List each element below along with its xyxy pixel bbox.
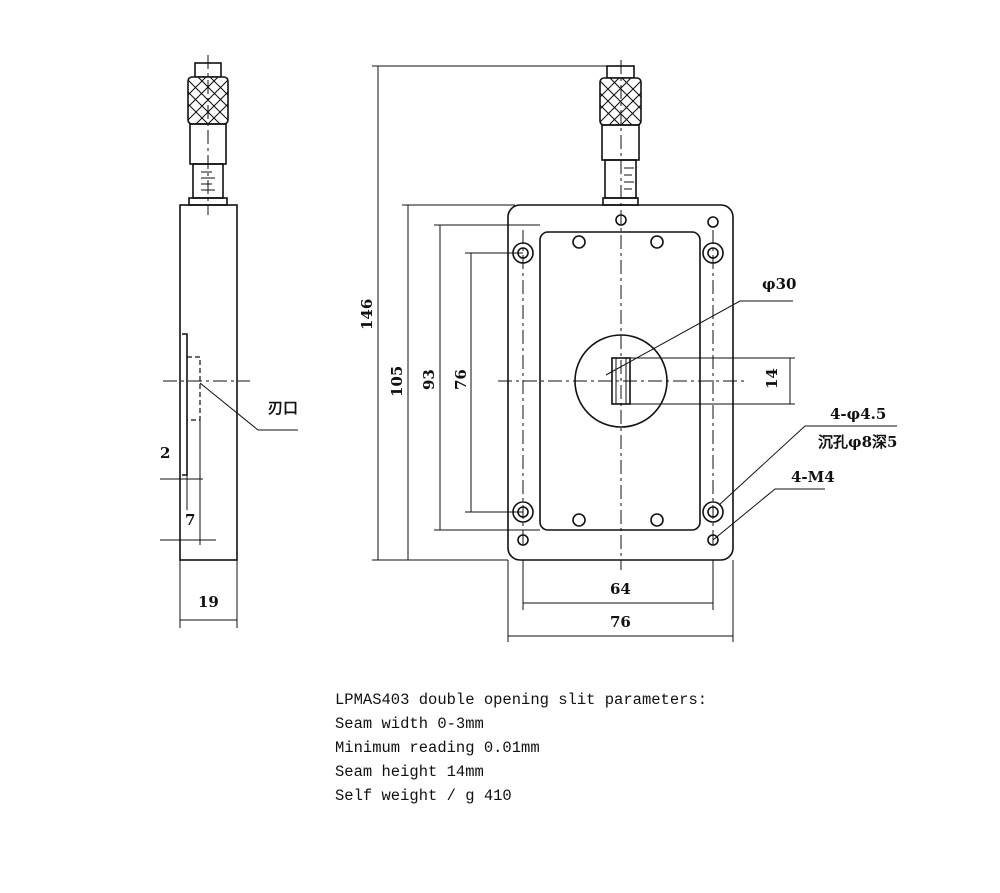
dim-14: 14 [763, 368, 781, 389]
m4-holes [517, 214, 719, 546]
label-phi30: φ30 [762, 275, 796, 293]
dim-76-horizontal: 76 [610, 613, 631, 631]
slit [611, 357, 631, 405]
dim-19: 19 [198, 593, 219, 611]
label-m4: 4-M4 [791, 468, 835, 486]
dim-76-vertical: 76 [452, 369, 470, 390]
parameter-weight: Self weight / g 410 [335, 787, 512, 805]
parameters-block: LPMAS403 double opening slit parameters:… [335, 688, 707, 808]
label-holes: 4-φ4.5 [830, 405, 886, 423]
dim-146: 146 [358, 299, 376, 330]
front-view: φ30 14 4-φ4.5 沉孔φ8深5 4-M4 146 105 93 76 … [358, 60, 897, 642]
parameters-title: LPMAS403 double opening slit parameters: [335, 691, 708, 709]
dim-7: 7 [185, 511, 195, 529]
counterbore-holes [512, 242, 724, 523]
side-view: 刃口 2 7 19 [160, 55, 298, 628]
label-counterbore: 沉孔φ8深5 [818, 433, 897, 451]
aperture-circle [574, 334, 668, 428]
front-micrometer [599, 65, 642, 206]
parameter-min-reading: Minimum reading 0.01mm [335, 739, 540, 757]
dim-64: 64 [610, 580, 631, 598]
parameter-seam-height: Seam height 14mm [335, 763, 484, 781]
dim-93: 93 [420, 369, 438, 390]
side-body [179, 204, 238, 561]
dim-2: 2 [160, 444, 170, 462]
label-edge: 刃口 [268, 399, 298, 417]
dim-105: 105 [388, 366, 406, 397]
side-micrometer [187, 55, 229, 215]
parameter-seam-width: Seam width 0-3mm [335, 715, 484, 733]
